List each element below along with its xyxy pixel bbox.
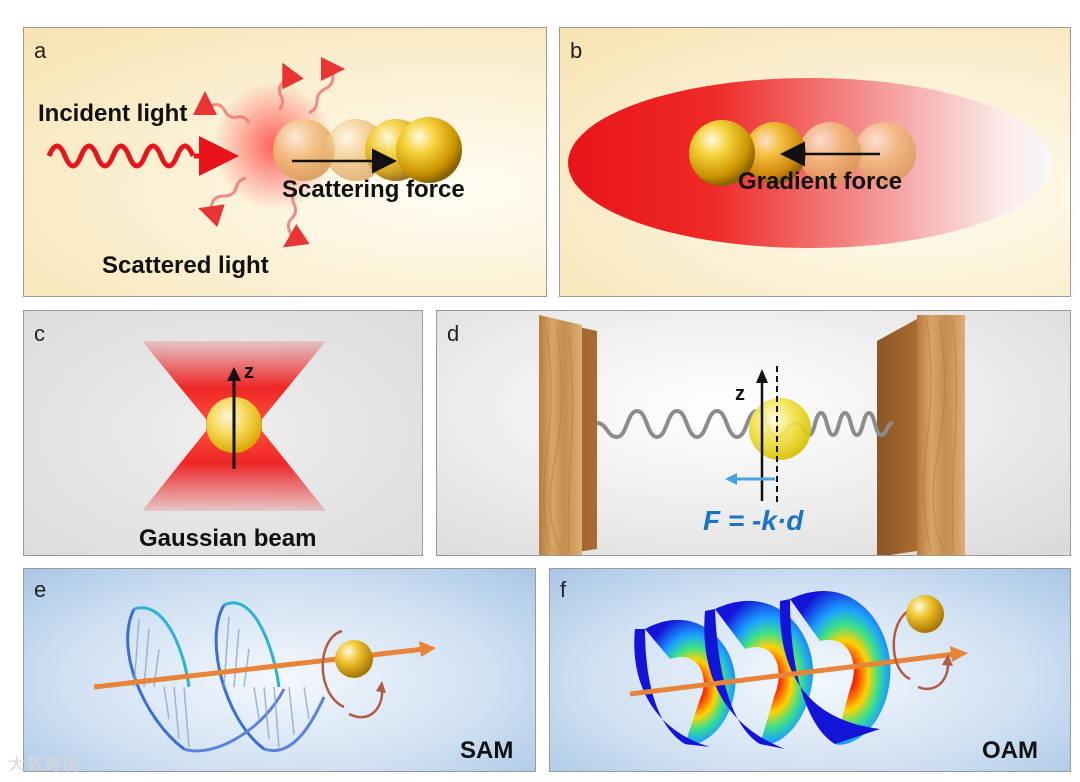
panel-letter: e bbox=[34, 577, 47, 602]
rotation-arrow-lower bbox=[348, 686, 384, 719]
sam-label: SAM bbox=[460, 737, 514, 764]
oam-label: OAM bbox=[982, 737, 1038, 764]
propagation-arrowhead bbox=[950, 646, 968, 662]
panel-b-gradient-force: b Gradient force bbox=[559, 27, 1071, 297]
particle-ghost-1 bbox=[854, 122, 916, 184]
z-axis-label: z bbox=[244, 361, 254, 383]
panel-c-gaussian-beam: c z Gaussian beam bbox=[23, 310, 423, 556]
panel-letter: b bbox=[570, 38, 583, 63]
gradient-force-label: Gradient force bbox=[738, 168, 903, 195]
right-wood-side bbox=[877, 319, 917, 555]
left-wood-block bbox=[539, 315, 582, 555]
incident-light-wave bbox=[46, 143, 196, 169]
spring-model-illustration bbox=[539, 315, 965, 555]
beam-lower-cone bbox=[142, 431, 326, 511]
panel-f-orbital-angular-momentum: f OAM bbox=[549, 568, 1071, 772]
wavefront-3 bbox=[790, 590, 891, 745]
gradient-illustration bbox=[568, 78, 1052, 248]
gold-particle bbox=[689, 120, 755, 186]
panel-letter: f bbox=[560, 577, 567, 602]
rotation-arrow-upper bbox=[321, 629, 345, 709]
wavefront-1-edge bbox=[634, 629, 710, 747]
gaussian-beam-illustration bbox=[142, 341, 326, 511]
rotation-arrowhead bbox=[376, 681, 386, 693]
restoring-force-arrowhead bbox=[725, 473, 737, 485]
scattered-light-waves bbox=[193, 57, 345, 248]
propagation-axis bbox=[629, 651, 956, 697]
panel-d-spring-model: d z F = -k·d bbox=[436, 310, 1071, 556]
propagation-axis bbox=[93, 646, 425, 690]
watermark-logo: 大数跨境 bbox=[8, 755, 80, 775]
hooke-law-equation: F = -k·d bbox=[703, 505, 804, 536]
z-axis-arrowhead bbox=[756, 369, 768, 383]
z-axis-arrowhead bbox=[227, 367, 241, 381]
z-axis-label: z bbox=[735, 383, 745, 405]
panel-letter: d bbox=[447, 321, 460, 346]
rotation-arrowhead bbox=[942, 654, 953, 666]
trapped-particle bbox=[749, 398, 811, 460]
right-spring bbox=[796, 410, 894, 438]
panel-e-spin-angular-momentum: e SAM bbox=[23, 568, 536, 772]
gold-particle bbox=[906, 595, 944, 633]
scattering-force-label: Scattering force bbox=[282, 176, 465, 203]
panel-letter: a bbox=[34, 38, 47, 63]
left-wood-grain bbox=[543, 328, 574, 554]
wavefront-2-edge bbox=[704, 609, 785, 749]
particle-ghost-3 bbox=[744, 122, 806, 184]
right-wood-grain bbox=[923, 320, 958, 552]
scattering-illustration bbox=[46, 57, 462, 248]
panel-letter: c bbox=[34, 321, 45, 346]
panel-a-scattering-force: a Incident light Scattering force Scatte… bbox=[23, 27, 547, 297]
sam-illustration bbox=[93, 601, 436, 753]
polarization-helix bbox=[126, 601, 326, 753]
gold-particle bbox=[335, 640, 373, 678]
incident-light-label: Incident light bbox=[38, 100, 188, 127]
particle-ghost-1 bbox=[273, 119, 335, 181]
rotation-arrow-upper bbox=[892, 607, 913, 681]
gaussian-beam-label: Gaussian beam bbox=[139, 525, 317, 552]
wavefront-3-edge bbox=[779, 599, 880, 744]
field-vectors bbox=[133, 616, 310, 748]
oam-illustration bbox=[629, 590, 968, 749]
scattered-light-label: Scattered light bbox=[102, 252, 269, 279]
gold-particle bbox=[396, 117, 462, 183]
propagation-arrowhead bbox=[419, 641, 436, 657]
